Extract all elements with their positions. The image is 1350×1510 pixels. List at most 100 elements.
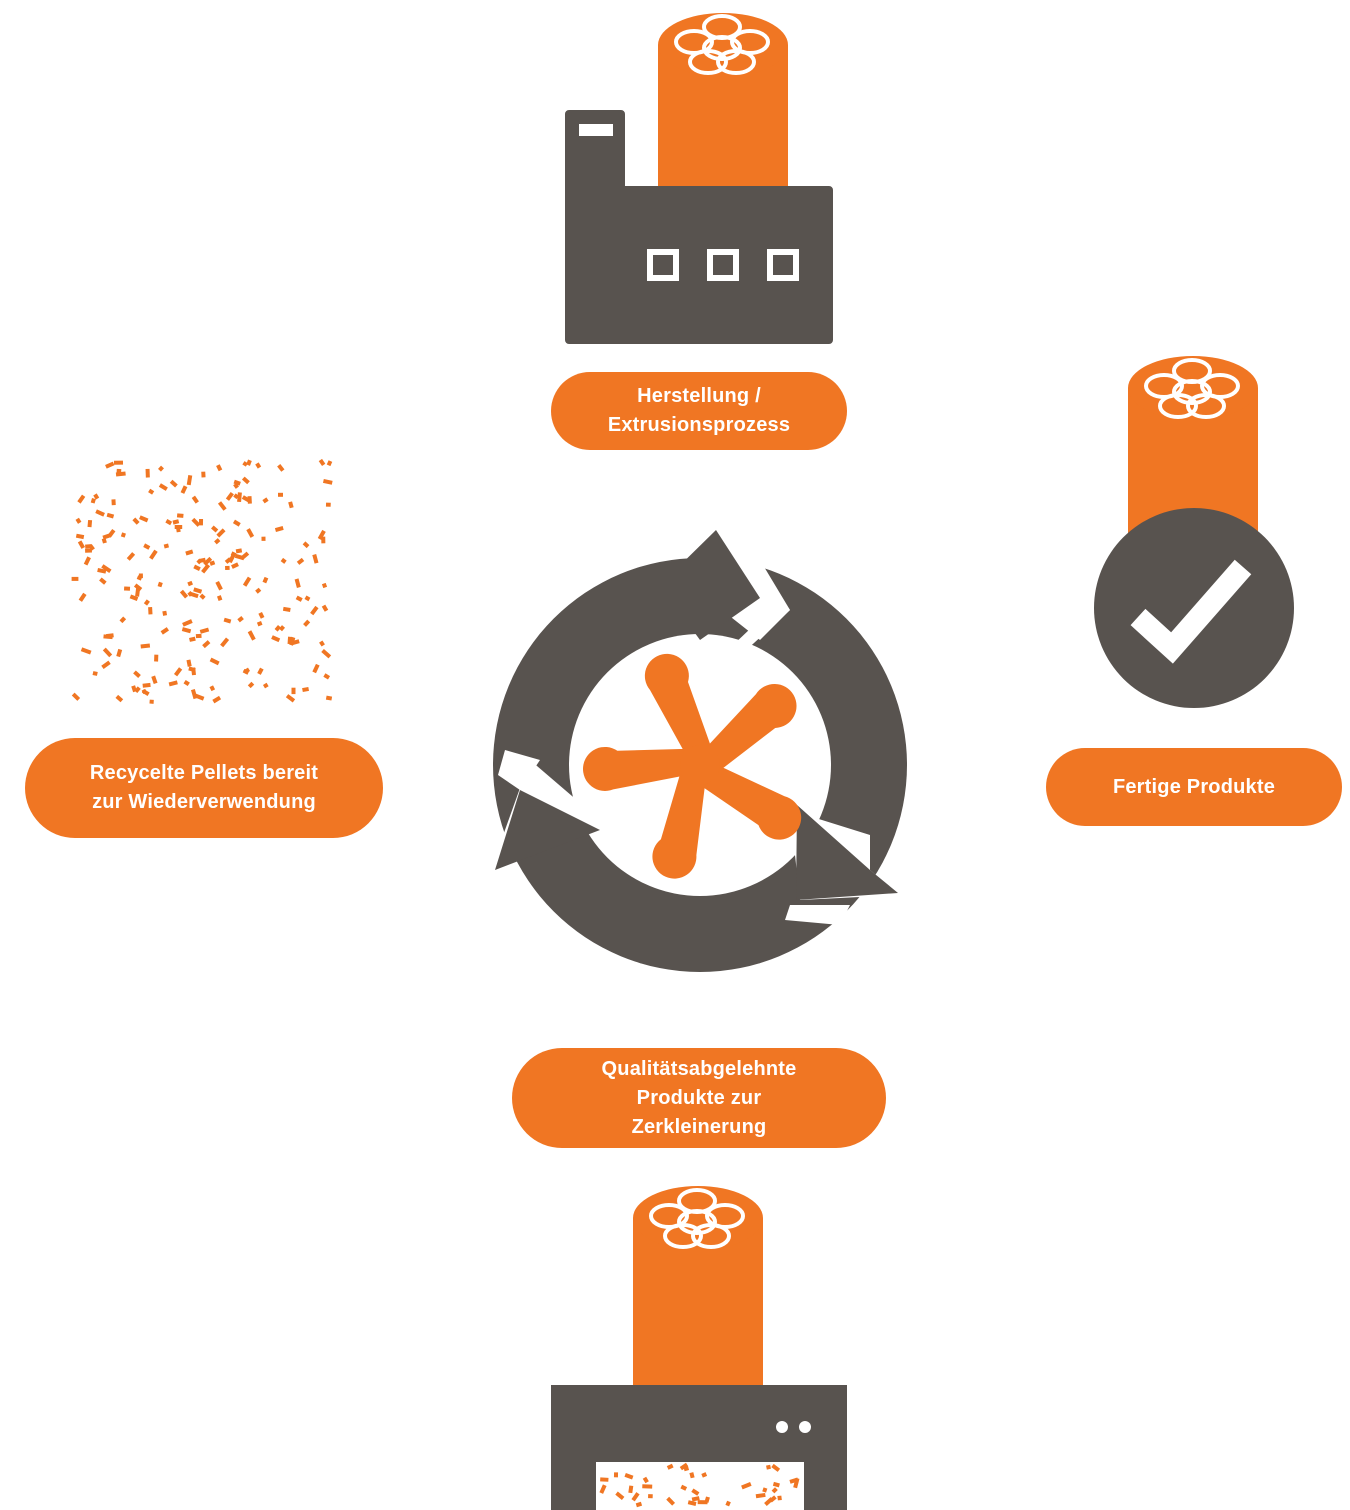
pellet [291, 687, 296, 695]
pellet [120, 532, 126, 538]
pellet [242, 461, 248, 467]
pellet [317, 529, 326, 540]
label-line: Zerkleinerung [631, 1115, 767, 1138]
pellet [321, 536, 326, 544]
pellet [143, 543, 151, 550]
pellet [217, 501, 227, 511]
pellet [679, 1462, 689, 1471]
pellet [176, 513, 184, 518]
pellet [216, 464, 223, 472]
pellet [318, 458, 326, 467]
pellet [105, 461, 115, 469]
pellet [771, 1487, 778, 1494]
pellet [148, 607, 153, 615]
shredder-icon [551, 1186, 847, 1510]
pellet [235, 548, 243, 554]
pellet [247, 630, 256, 641]
pellet [158, 483, 168, 491]
pellet [160, 627, 169, 635]
pellet [83, 556, 91, 566]
pellet [195, 633, 202, 639]
pellet [255, 587, 262, 594]
pellet [129, 594, 139, 601]
pellet [242, 668, 250, 675]
pellet [325, 695, 333, 701]
pellet [172, 519, 180, 525]
pellets-icon [71, 458, 333, 704]
pellet [203, 556, 213, 566]
pellet [116, 648, 123, 658]
pellet [323, 673, 331, 680]
label-line: Qualitätsabgelehnte [601, 1057, 797, 1080]
pellet [183, 679, 190, 687]
pellet [312, 663, 320, 674]
pellet [262, 682, 269, 689]
pellet [247, 681, 255, 689]
pellet [71, 576, 79, 581]
pellet [278, 625, 286, 632]
pellet [755, 1492, 766, 1499]
pellet [261, 536, 266, 541]
pellet [101, 538, 107, 544]
pellet [278, 492, 283, 497]
pellet [140, 643, 151, 649]
pellet [725, 1500, 731, 1507]
pellet [101, 660, 111, 670]
label-line: zur Wiederverwendung [92, 791, 316, 813]
pellet [143, 599, 150, 606]
pellet [666, 1463, 674, 1470]
pellet [85, 548, 92, 553]
pellet [233, 493, 239, 500]
pellet [255, 462, 262, 469]
pellet [277, 463, 285, 472]
pellet [302, 541, 310, 549]
pellet [181, 627, 192, 634]
pellet [234, 553, 245, 561]
pellet [85, 544, 92, 549]
pellet [101, 564, 112, 573]
factory-icon [565, 13, 833, 344]
pellet [169, 479, 178, 488]
pellet [115, 694, 124, 703]
pellet [113, 460, 124, 465]
pellet [288, 501, 294, 509]
pellet [193, 587, 203, 594]
pellet [246, 459, 252, 466]
pellet [185, 549, 194, 556]
pellet [92, 671, 98, 676]
pellet [762, 1487, 768, 1493]
pellet [256, 621, 263, 627]
pellet [772, 1481, 780, 1488]
pellet [215, 580, 223, 591]
label-line: Extrusionsprozess [607, 414, 791, 436]
pellet [766, 1464, 771, 1470]
pellet [165, 519, 173, 526]
pellet [80, 647, 92, 655]
pellet [225, 492, 234, 501]
pellet [111, 499, 116, 506]
pellet [321, 604, 329, 612]
pellet [102, 647, 113, 658]
label-line: Recycelte Pellets bereit [89, 762, 319, 784]
pellet [149, 549, 158, 560]
pellet [212, 695, 222, 704]
pellet [194, 693, 205, 701]
pellet [148, 488, 155, 495]
pellet [242, 576, 252, 587]
pellet [186, 474, 193, 486]
pellet [209, 560, 216, 566]
pellet [198, 557, 206, 564]
pellet [191, 517, 201, 527]
pellet [257, 667, 264, 675]
pellet [691, 1496, 700, 1502]
pellet [116, 468, 122, 474]
pellet [262, 497, 269, 504]
pellet [132, 517, 140, 525]
pellet [211, 525, 219, 533]
pellet [182, 619, 193, 627]
pellet [777, 1495, 782, 1501]
pellet [174, 525, 183, 529]
label-line: Herstellung / [637, 385, 761, 407]
pellet [201, 471, 206, 478]
